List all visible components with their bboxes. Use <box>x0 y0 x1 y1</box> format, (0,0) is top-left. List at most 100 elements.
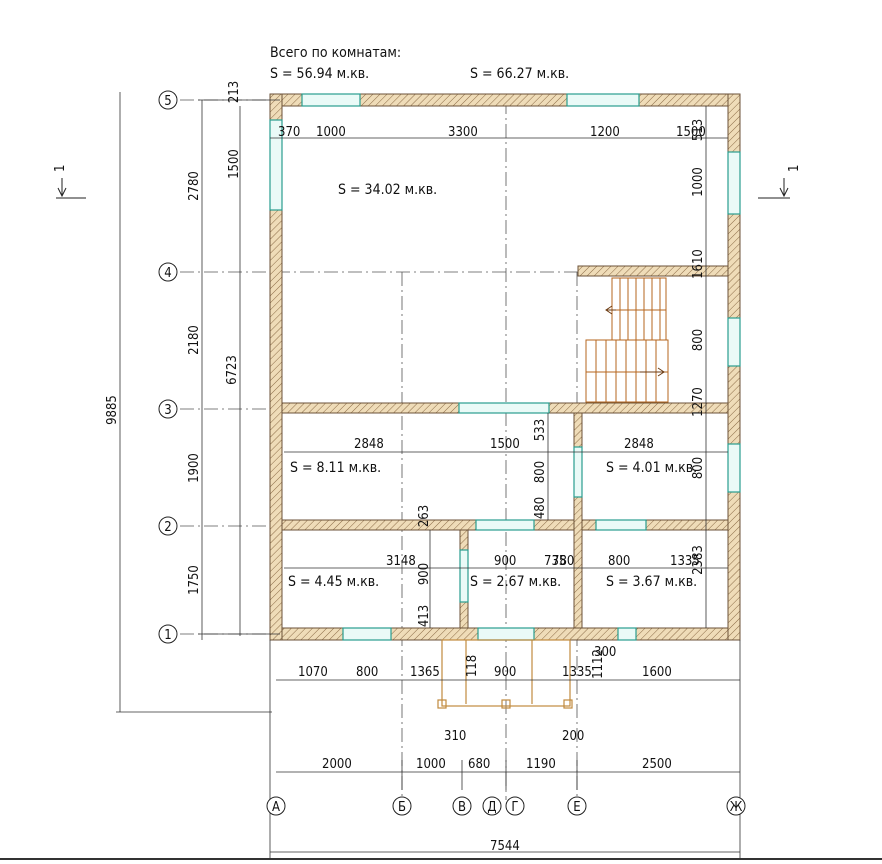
dim-middle: 533 <box>533 419 548 441</box>
row-axis-bubbles: 5 4 3 2 1 <box>158 90 178 644</box>
dim-axis: 680 <box>468 757 490 772</box>
axis-bubble-col <box>567 796 587 816</box>
dim-top: 1500 <box>676 125 706 140</box>
room-area-hall: S = 8.11 м.кв. <box>290 460 381 476</box>
axis-label-row: 3 <box>164 403 171 418</box>
right-dimensions: 513 1000 1610 800 1270 800 2383 <box>691 119 706 575</box>
top-dimensions: 370 1000 3300 1200 1500 <box>278 125 706 140</box>
dim-porch: 300 <box>594 645 616 660</box>
dimension-lines <box>116 92 741 860</box>
dim-inner-left: 900 <box>417 563 432 585</box>
dim-lower: 3148 <box>386 554 416 569</box>
axis-bubble-col <box>505 796 525 816</box>
dim-middle: 480 <box>533 497 548 519</box>
dim-left: 2180 <box>187 325 202 355</box>
dim-inner-left: 213 <box>227 81 242 103</box>
axis-bubble-col <box>482 796 502 816</box>
section-label-right: 1 <box>787 165 802 172</box>
total-area-left: S = 56.94 м.кв. <box>270 66 369 82</box>
axis-label-col: В <box>458 800 466 815</box>
axis-bubble-col <box>726 796 746 816</box>
left-dimensions: 9885 6723 2780 2180 1900 1750 213 1500 2… <box>105 81 432 627</box>
dim-right: 1610 <box>691 249 706 279</box>
dim-lower: 780 <box>552 554 574 569</box>
column-axis-bubbles: А Б В Д Г Е Ж <box>266 796 746 816</box>
dim-porch: 200 <box>562 729 584 744</box>
axis-dimensions: 2000 1000 680 1190 2500 7544 <box>322 757 672 854</box>
lower-dimensions: 3148 900 780 735 800 1335 <box>386 554 700 569</box>
dim-inner-left: 1500 <box>227 149 242 179</box>
dim-lower: 900 <box>494 554 516 569</box>
axis-bubble-row <box>158 262 178 282</box>
axis-bubble-row <box>158 516 178 536</box>
dim-left: 1900 <box>187 453 202 483</box>
dim-middle: 800 <box>533 461 548 483</box>
dim-lower: 800 <box>608 554 630 569</box>
axis-label-row: 4 <box>164 266 171 281</box>
axis-label-row: 5 <box>164 94 171 109</box>
room-area-bath: S = 4.45 м.кв. <box>288 574 379 590</box>
dim-total-height: 9885 <box>105 395 120 425</box>
dim-total-width: 7544 <box>490 839 520 854</box>
middle-dimensions: 2848 1500 533 2848 800 480 <box>354 419 654 519</box>
axis-label-col: А <box>272 800 280 815</box>
dim-axis: 2000 <box>322 757 352 772</box>
bottom-border <box>0 858 882 860</box>
dim-axis: 2500 <box>642 757 672 772</box>
dim-porch: 118 <box>465 655 480 677</box>
staircase <box>585 277 669 403</box>
dim-right: 1270 <box>691 387 706 417</box>
windows <box>269 93 741 641</box>
axis-lines <box>180 99 740 800</box>
dim-right: 800 <box>691 329 706 351</box>
header-title: Всего по комнатам: <box>270 45 401 61</box>
axis-bubble-row <box>158 399 178 419</box>
dim-left: 1750 <box>187 565 202 595</box>
dim-porch: 800 <box>356 665 378 680</box>
axis-bubble-row <box>158 90 178 110</box>
dim-right: 2383 <box>691 545 706 575</box>
room-area-storage: S = 4.01 м.кв. <box>606 460 697 476</box>
dim-top: 3300 <box>448 125 478 140</box>
dim-left: 2780 <box>187 171 202 201</box>
dim-lower: 1335 <box>670 554 700 569</box>
axis-label-row: 2 <box>164 520 171 535</box>
section-label-left: 1 <box>53 165 68 172</box>
axis-bubble-col <box>266 796 286 816</box>
room-area-living: S = 34.02 м.кв. <box>338 182 437 198</box>
dim-middle: 1500 <box>490 437 520 452</box>
dim-right: 513 <box>691 119 706 141</box>
section-mark-right: 1 <box>758 165 802 199</box>
room-area-vestibule: S = 2.67 м.кв. <box>470 574 561 590</box>
dim-middle: 2848 <box>624 437 654 452</box>
axis-label-row: 1 <box>164 628 171 643</box>
dim-porch: 900 <box>494 665 516 680</box>
dim-porch: 1070 <box>298 665 328 680</box>
axis-label-col: Г <box>511 800 518 815</box>
total-area-right: S = 66.27 м.кв. <box>470 66 569 82</box>
dim-right: 1000 <box>691 167 706 197</box>
dim-top: 370 <box>278 125 300 140</box>
axis-label-col: Ж <box>730 800 743 815</box>
dim-top: 1200 <box>590 125 620 140</box>
dim-inner-left: 263 <box>417 505 432 527</box>
dim-porch: 310 <box>444 729 466 744</box>
dim-lower: 735 <box>544 554 566 569</box>
dim-axis: 1190 <box>526 757 556 772</box>
dim-inner-left: 413 <box>417 605 432 627</box>
axis-label-col: Б <box>398 800 406 815</box>
dim-porch: 1365 <box>410 665 440 680</box>
axis-bubble-col <box>452 796 472 816</box>
dim-porch: 1600 <box>642 665 672 680</box>
dim-porch: 1112 <box>591 649 606 679</box>
axis-label-col: Д <box>487 800 496 815</box>
section-mark-left: 1 <box>53 165 86 199</box>
dim-axis: 1000 <box>416 757 446 772</box>
porch <box>437 639 573 709</box>
dim-inner-height: 6723 <box>225 355 240 385</box>
porch-dimensions: 1070 800 1365 118 900 1335 300 1112 1600… <box>298 645 672 744</box>
dim-right: 800 <box>691 457 706 479</box>
dim-top: 1000 <box>316 125 346 140</box>
axis-label-col: Е <box>573 800 580 815</box>
